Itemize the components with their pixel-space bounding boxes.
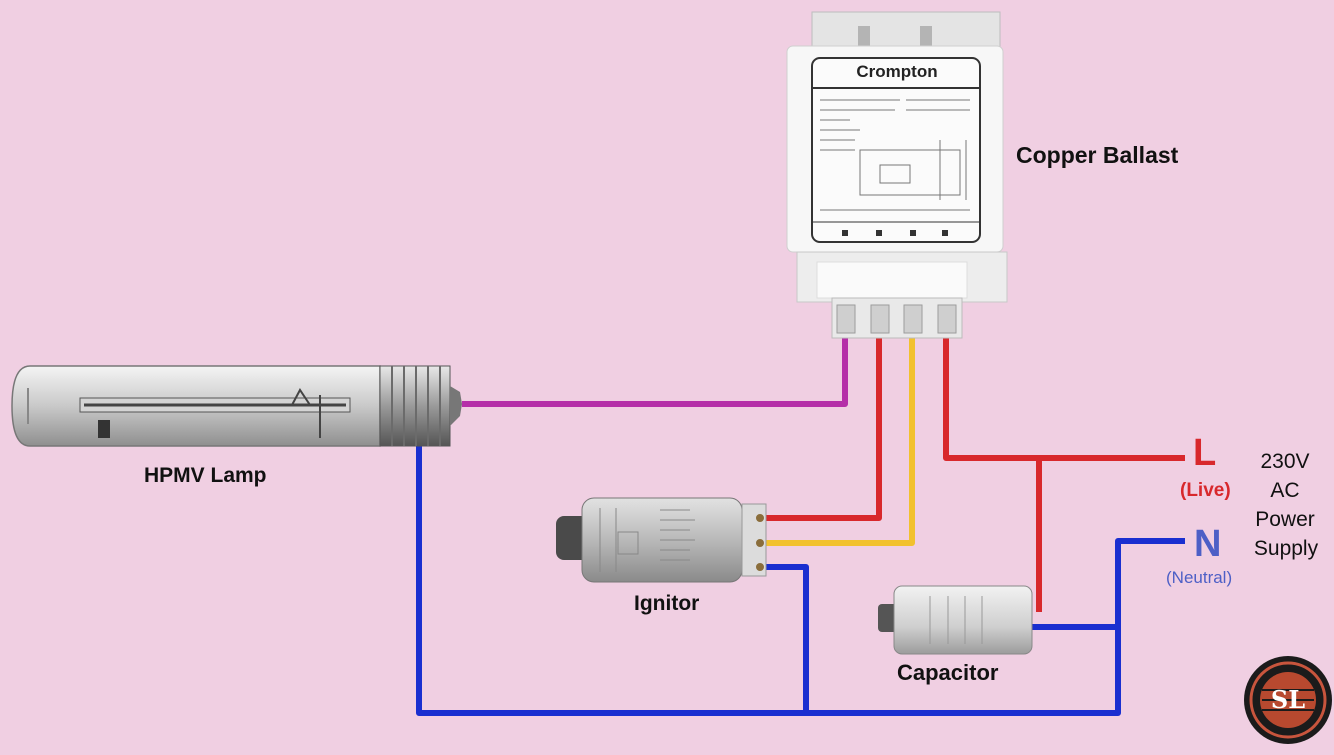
lamp-wire xyxy=(462,312,848,407)
ignitor-yellow-wire xyxy=(766,312,915,546)
ignitor-red-wire xyxy=(766,312,882,521)
ballast-label: Copper Ballast xyxy=(1016,142,1179,168)
capacitor xyxy=(878,585,1033,655)
neutral-wire xyxy=(416,430,1185,716)
neutral-word: (Neutral) xyxy=(1166,568,1233,587)
neutral-letter: N xyxy=(1194,523,1222,565)
copper-ballast xyxy=(786,11,1008,339)
ballast-brand: Crompton xyxy=(856,62,938,81)
svg-text:SL: SL xyxy=(1271,685,1305,714)
ignitor xyxy=(556,497,767,583)
live-wire xyxy=(943,312,1185,612)
ignitor-label: Ignitor xyxy=(634,592,700,615)
supply-line-4: Supply xyxy=(1253,537,1319,560)
lamp-label: HPMV Lamp xyxy=(144,464,267,487)
hpmv-lamp xyxy=(11,365,462,447)
engineering-academy-logo: SL xyxy=(1244,656,1332,744)
supply-line-2: AC xyxy=(1270,479,1300,502)
supply-line-1: 230V xyxy=(1260,450,1310,473)
supply-line-3: Power xyxy=(1255,508,1315,531)
live-letter: L xyxy=(1193,432,1217,474)
capacitor-label: Capacitor xyxy=(897,660,999,685)
live-word: (Live) xyxy=(1180,480,1231,501)
